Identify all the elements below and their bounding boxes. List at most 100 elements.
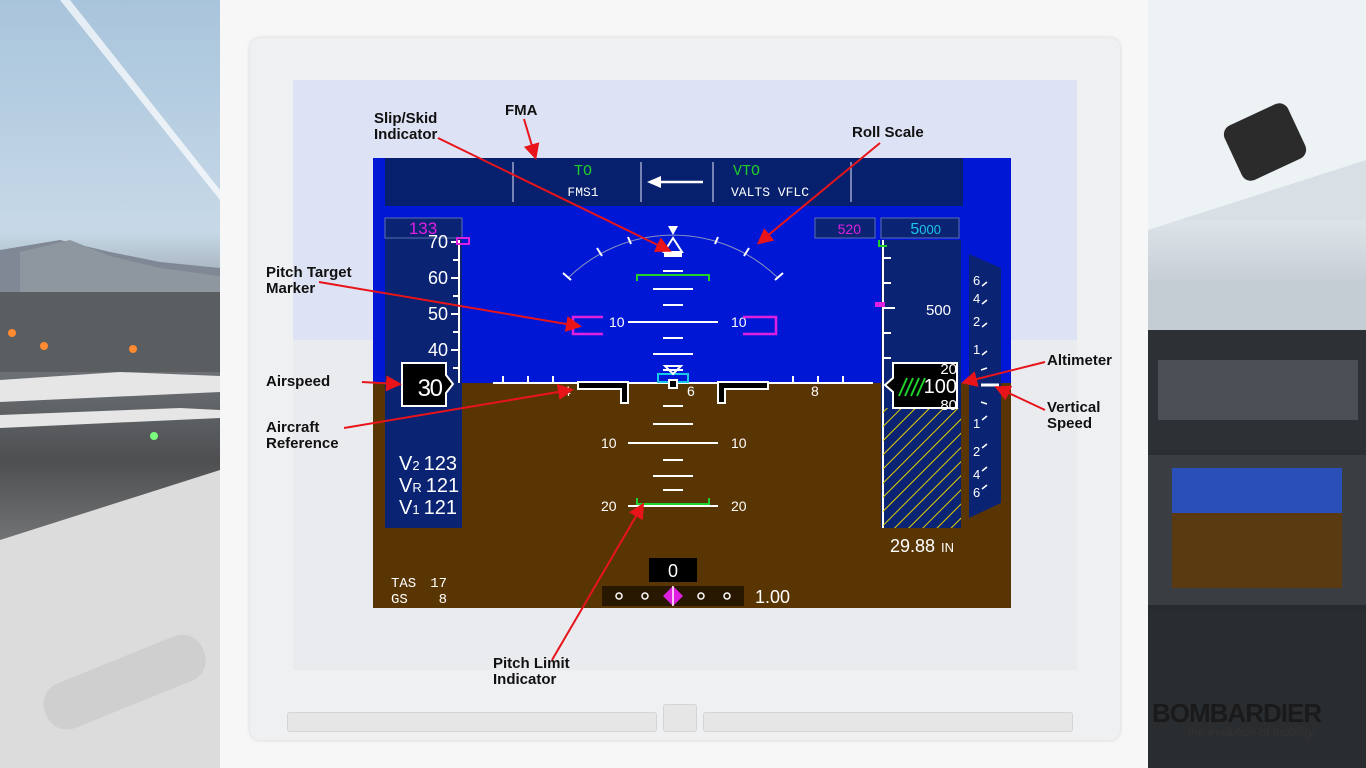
primary-flight-display: TO FMS1 VTO VALTS VFLC 133 70 60 50 40 3…	[373, 158, 1011, 608]
vsi-up-4: 4	[973, 291, 980, 306]
selected-altitude: 5000	[910, 221, 941, 238]
tas-value: 17	[430, 576, 447, 592]
selected-speed: 133	[409, 219, 437, 238]
pitch-label-up10-right: 10	[731, 314, 747, 330]
pitch-limit-upper	[636, 274, 710, 281]
arrow-fma	[523, 118, 540, 160]
cockpit-window-left	[0, 0, 220, 768]
altitude-readout-lower: 80	[940, 397, 957, 414]
callout-pitch-target-line1: Pitch Target	[266, 264, 352, 281]
slip-skid-indicator	[664, 253, 682, 257]
pitch-label-down10-right: 10	[731, 435, 747, 451]
arrow-vertical-speed	[994, 385, 1046, 411]
callout-pitch-limit-line2: Indicator	[493, 671, 557, 688]
vsi-up-1: 1	[973, 342, 980, 357]
bezel-slot-left	[287, 712, 657, 732]
callout-aircraft-reference: Aircraft Reference	[266, 420, 339, 452]
pitch-label-down20-left: 20	[601, 498, 617, 514]
airspeed-readout-box: 3 0	[401, 362, 455, 407]
airspeed-major-digit: 3	[418, 375, 431, 402]
airspeed-minor-digit: 0	[430, 375, 443, 402]
runway-scene-left	[0, 0, 220, 768]
callout-slip-skid-line2: Indicator	[374, 126, 438, 143]
tas-label: TAS	[391, 576, 416, 592]
callout-aircraft-reference-line2: Reference	[266, 435, 339, 452]
vsi-down-1: 1	[973, 416, 980, 431]
localizer-dots	[615, 592, 731, 600]
altitude-readout-upper: 20	[940, 361, 957, 378]
fma-vertical-active: VTO	[733, 163, 760, 180]
gs-value: 8	[439, 592, 447, 608]
arrow-pitch-target	[318, 281, 582, 332]
callout-pitch-limit: Pitch Limit Indicator	[493, 656, 570, 688]
localizer-deviation-readout: 1.00	[755, 587, 790, 607]
fma-arrow-icon	[647, 176, 703, 188]
vsi-down-6: 6	[973, 485, 980, 500]
pitch-ladder	[628, 270, 718, 507]
speed-tape-40: 40	[428, 340, 448, 360]
callout-aircraft-reference-line1: Aircraft	[266, 419, 320, 436]
fpv-chevron-icon	[662, 365, 684, 376]
pitch-label-down10-left: 10	[601, 435, 617, 451]
horizon-mark-6: 6	[687, 383, 695, 399]
arrow-pitch-limit	[551, 502, 645, 661]
bombardier-logo: BOMBARDIER	[1152, 698, 1322, 728]
pitch-label-down20-right: 20	[731, 498, 747, 514]
speed-tape-60: 60	[428, 268, 448, 288]
brand-tagline: the evolution of mobility	[1188, 725, 1314, 739]
bezel-center-button[interactable]	[663, 704, 697, 732]
arrow-aircraft-reference	[343, 384, 574, 429]
callout-pitch-target: Pitch Target Marker	[266, 265, 352, 297]
altimeter-readout-box: 20 100 80	[883, 361, 958, 414]
vertical-speed-indicator: 6 4 2 1 1 2 4 6	[969, 254, 1001, 518]
heading-box-value: 0	[668, 561, 678, 581]
callout-roll-scale: Roll Scale	[852, 124, 924, 141]
vsi-down-2: 2	[973, 444, 980, 459]
callout-pitch-limit-line1: Pitch Limit	[493, 655, 570, 672]
callout-airspeed: Airspeed	[266, 373, 331, 390]
altitude-tape-500: 500	[926, 302, 951, 319]
heading-box	[649, 558, 697, 582]
callout-pitch-target-line2: Marker	[266, 280, 316, 297]
pitch-limit-indicator	[636, 498, 710, 505]
roll-pointer-icon	[668, 226, 678, 235]
callout-vertical-speed-line1: Vertical	[1047, 399, 1101, 416]
callout-vertical-speed-line2: Speed	[1047, 415, 1093, 432]
fma-vertical-armed: VALTS VFLC	[731, 185, 809, 200]
altitude-readout-main: 100	[924, 376, 957, 398]
aircraft-reference-symbol	[577, 379, 769, 404]
arrow-airspeed	[361, 375, 402, 392]
speed-tape-70: 70	[428, 232, 448, 252]
fma-lateral-active: TO	[574, 163, 592, 180]
callout-altimeter: Altimeter	[1047, 352, 1113, 369]
roll-scale	[562, 234, 784, 281]
callout-slip-skid: Slip/Skid Indicator	[374, 111, 437, 143]
gs-label: GS	[391, 592, 408, 608]
horizon-heading-ticks	[502, 376, 844, 383]
ground-hatch	[883, 408, 961, 528]
vertical-speed-target: 520	[838, 221, 862, 237]
arrow-altimeter	[961, 361, 1046, 387]
cockpit-window-right	[1148, 0, 1366, 768]
speed-tape-50: 50	[428, 304, 448, 324]
horizon-mark-8: 8	[811, 383, 819, 399]
bezel-slot-right	[703, 712, 1073, 732]
altitude-bug	[875, 302, 885, 307]
arrow-roll-scale	[756, 142, 881, 245]
callout-vertical-speed: Vertical Speed	[1047, 400, 1100, 432]
vsi-up-6: 6	[973, 273, 980, 288]
callout-slip-skid-line1: Slip/Skid	[374, 110, 438, 127]
vsi-down-4: 4	[973, 467, 980, 482]
cockpit-scene-right	[1148, 0, 1366, 768]
fma-bar: TO FMS1 VTO VALTS VFLC	[385, 158, 963, 206]
pitch-target-marker-right	[743, 315, 778, 336]
fma-lateral-armed: FMS1	[567, 185, 598, 200]
